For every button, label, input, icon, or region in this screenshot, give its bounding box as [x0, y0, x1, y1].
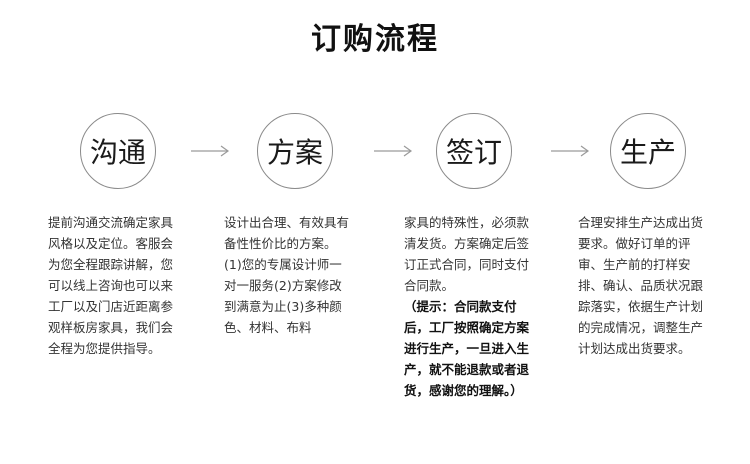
step-description-sign: 家具的特殊性，必须款清发货。方案确定后签订正式合同，同时支付合同款。 （提示：合… [404, 212, 532, 401]
arrow-right-icon [551, 145, 590, 157]
step-circle-plan: 方案 [257, 113, 333, 189]
step-description-communicate: 提前沟通交流确定家具风格以及定位。客服会为您全程跟踪讲解，您可以线上咨询也可以来… [48, 212, 176, 359]
step-label: 生产 [619, 136, 676, 169]
step-circle-produce: 生产 [610, 113, 686, 189]
step-description-plan: 设计出合理、有效具有备性性价比的方案。(1)您的专属设计师一对一服务(2)方案修… [224, 212, 352, 338]
step-circle-sign: 签订 [436, 113, 512, 189]
page-title: 订购流程 [311, 22, 439, 57]
step-label: 签订 [445, 136, 502, 169]
step-desc-text: 合理安排生产达成出货要求。做好订单的评审、生产前的打样安排、确认、品质状况跟踪落… [578, 215, 704, 356]
arrow-right-icon [191, 145, 230, 157]
step-desc-text: 家具的特殊性，必须款清发货。方案确定后签订正式合同，同时支付合同款。 [404, 215, 530, 293]
step-desc-text: 设计出合理、有效具有备性性价比的方案。(1)您的专属设计师一对一服务(2)方案修… [224, 215, 350, 335]
step-label: 沟通 [89, 136, 146, 169]
step-desc-text: 提前沟通交流确定家具风格以及定位。客服会为您全程跟踪讲解，您可以线上咨询也可以来… [48, 215, 174, 356]
step-description-produce: 合理安排生产达成出货要求。做好订单的评审、生产前的打样安排、确认、品质状况跟踪落… [578, 212, 706, 359]
step-note-text: （提示：合同款支付后，工厂按照确定方案进行生产，一旦进入生产，就不能退款或者退货… [404, 299, 530, 398]
arrow-right-icon [374, 145, 413, 157]
step-label: 方案 [266, 136, 323, 169]
step-circle-communicate: 沟通 [80, 113, 156, 189]
